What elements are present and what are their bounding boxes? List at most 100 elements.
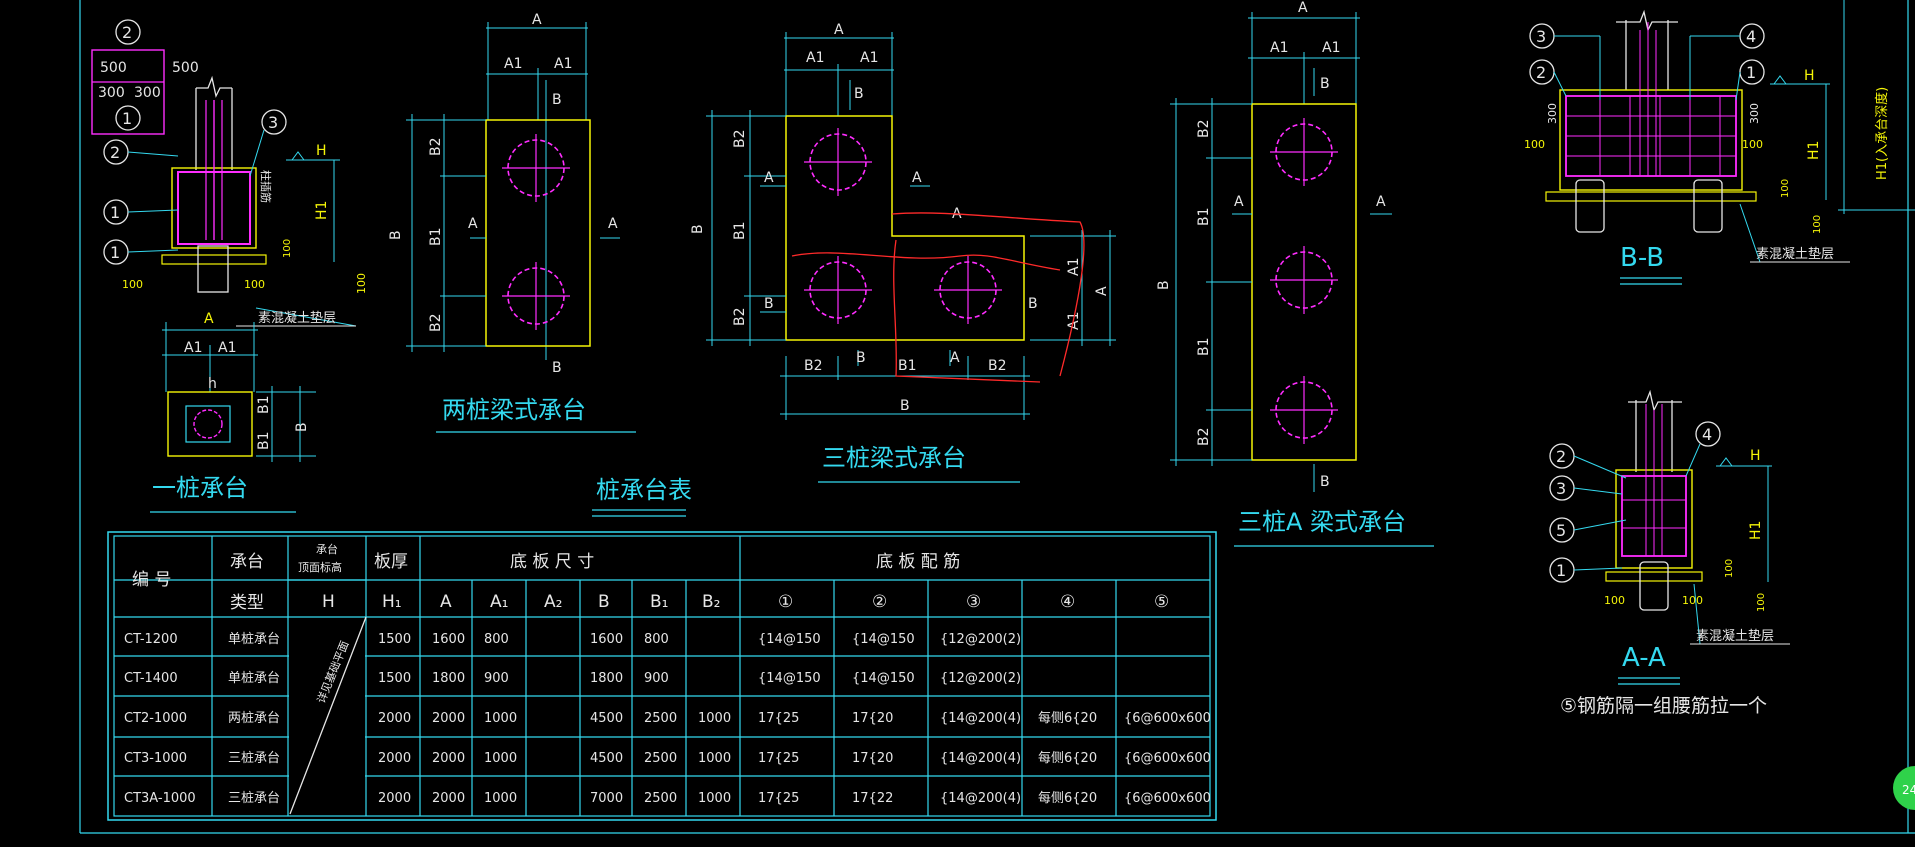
two-pile-cap-detail: A A1 A1 B B B B2 B1 B2 A A 两桩梁式承台 <box>388 12 636 433</box>
dim-300-a: 300 <box>98 85 125 101</box>
aa-callout-1: 1 <box>1556 561 1566 580</box>
page-badge: 24 <box>1893 766 1915 810</box>
three-b2-bl: B2 <box>804 358 823 374</box>
cell-a1: 900 <box>484 671 509 686</box>
three-a-left: A <box>764 170 774 186</box>
title-pile-cap-table: 桩承台表 <box>596 476 692 504</box>
cell-r2: {14@150 <box>852 671 915 686</box>
two-b: B <box>388 230 404 240</box>
cell-r3: {12@200(2) <box>940 632 1021 647</box>
th-h: H <box>322 592 335 612</box>
three-a-a-right: A <box>1376 194 1386 210</box>
three-b-under: B <box>856 350 866 366</box>
cell-h1: 2000 <box>378 711 411 726</box>
th-a1: A₁ <box>490 592 508 612</box>
one-pile-cap-detail: 500 300 300 500 2 1 2 1 1 3 柱插筋 <box>91 19 368 513</box>
th-type-2: 类型 <box>230 593 264 613</box>
bb-100-far: 100 <box>1812 215 1823 234</box>
th-thick: 板厚 <box>374 552 408 572</box>
drawing-frame <box>79 0 1915 834</box>
plan1-b: B <box>294 422 310 432</box>
dim-500-a: 500 <box>100 60 127 76</box>
plan1-b1-bot: B1 <box>256 431 272 450</box>
cell-r1: {14@150 <box>758 632 821 647</box>
bb-h1: H1 <box>1806 141 1822 160</box>
two-b2-bot: B2 <box>428 313 444 332</box>
three-a-b2-top: B2 <box>1196 119 1212 138</box>
aa-callout-5: 5 <box>1556 521 1566 540</box>
two-b2-top: B2 <box>428 137 444 156</box>
th-b2: B₂ <box>702 592 720 612</box>
two-a1-left: A1 <box>504 56 522 72</box>
aa-100-left: 100 <box>1604 594 1625 607</box>
cell-id: CT-1400 <box>124 671 178 686</box>
plan1-b1-top: B1 <box>256 395 272 414</box>
cell-b: 1800 <box>590 671 623 686</box>
cell-a: 1600 <box>432 632 465 647</box>
cell-a1: 800 <box>484 632 509 647</box>
note-rebar-5: ⑤钢筋隔一组腰筋拉一个 <box>1560 695 1767 717</box>
cell-b: 1600 <box>590 632 623 647</box>
cell-r4: 每侧6{20 <box>1038 750 1097 766</box>
three-b-top: B <box>854 86 864 102</box>
bb-h: H <box>1804 68 1815 84</box>
three-a-b2-bot: B2 <box>1196 427 1212 446</box>
cell-r3: {14@200(4) <box>940 791 1021 806</box>
dim-100-left-one: 100 <box>122 278 143 291</box>
aa-h: H <box>1750 448 1761 464</box>
three-a-b-bot: B <box>1320 474 1330 490</box>
cell-type: 单桩承台 <box>228 632 280 647</box>
dim-300-b: 300 <box>134 85 161 101</box>
title-section-aa: A-A <box>1622 643 1666 673</box>
three-b2-bot: B2 <box>732 307 748 326</box>
cell-r1: 17{25 <box>758 751 799 766</box>
callout-2-top: 2 <box>122 23 132 42</box>
two-a: A <box>532 12 542 28</box>
cell-b1: 2500 <box>644 791 677 806</box>
th-size: 底 板 尺 寸 <box>510 552 594 572</box>
aa-callout-2: 2 <box>1556 447 1566 466</box>
bb-h1-side: H1(入承台深度) <box>1874 87 1890 180</box>
cell-b2: 1000 <box>698 751 731 766</box>
cell-b2: 1000 <box>698 711 731 726</box>
cell-type: 两桩承台 <box>228 711 280 726</box>
cell-r1: {14@150 <box>758 671 821 686</box>
bb-300-left: 300 <box>1546 103 1559 124</box>
cell-type: 三桩承台 <box>228 791 280 806</box>
two-b-bot: B <box>552 360 562 376</box>
aa-h1: H1 <box>1748 521 1764 540</box>
three-b-bottom: B <box>900 398 910 414</box>
th-b1: B₁ <box>650 592 668 612</box>
red-markup-middle <box>791 252 1061 271</box>
title-two-pile: 两桩梁式承台 <box>442 396 586 424</box>
cell-b2: 1000 <box>698 791 731 806</box>
aa-callout-3: 3 <box>1556 479 1566 498</box>
cell-r3: {14@200(4) <box>940 751 1021 766</box>
cell-r4: 每侧6{20 <box>1038 710 1097 726</box>
th-type-1: 承台 <box>230 552 264 572</box>
th-r1: ① <box>778 592 793 612</box>
section-aa-detail: 2 3 5 1 4 H H1 100 100 100 100 素混凝土垫层 A-… <box>1549 389 1790 717</box>
three-b1: B1 <box>732 221 748 240</box>
th-rebar: 底 板 配 筋 <box>876 552 960 572</box>
three-a1-right-top: A1 <box>1066 258 1082 276</box>
cell-r5: {6@600x600 <box>1124 711 1211 726</box>
h1-label-one: H1 <box>314 201 330 220</box>
aa-100-v: 100 <box>1724 559 1735 578</box>
callout-1-top: 1 <box>122 109 132 128</box>
cell-id: CT2-1000 <box>124 711 187 726</box>
cell-r2: {14@150 <box>852 632 915 647</box>
three-a-a: A <box>1298 0 1308 16</box>
dim-100-v-one: 100 <box>282 239 293 258</box>
pile-cap-table: 详见基础平面 编 号 承台 类型 承台 顶面标高 H 板厚 H₁ 底 板 尺 寸… <box>107 531 1217 821</box>
cell-b: 7000 <box>590 791 623 806</box>
concrete-pad-label-one: 素混凝土垫层 <box>258 310 336 326</box>
three-a1-left: A1 <box>806 50 824 66</box>
three-b2-br: B2 <box>988 358 1007 374</box>
cell-a: 2000 <box>432 751 465 766</box>
plan1-a1-right: A1 <box>218 340 236 356</box>
dim-100-far-one: 100 <box>355 273 368 294</box>
